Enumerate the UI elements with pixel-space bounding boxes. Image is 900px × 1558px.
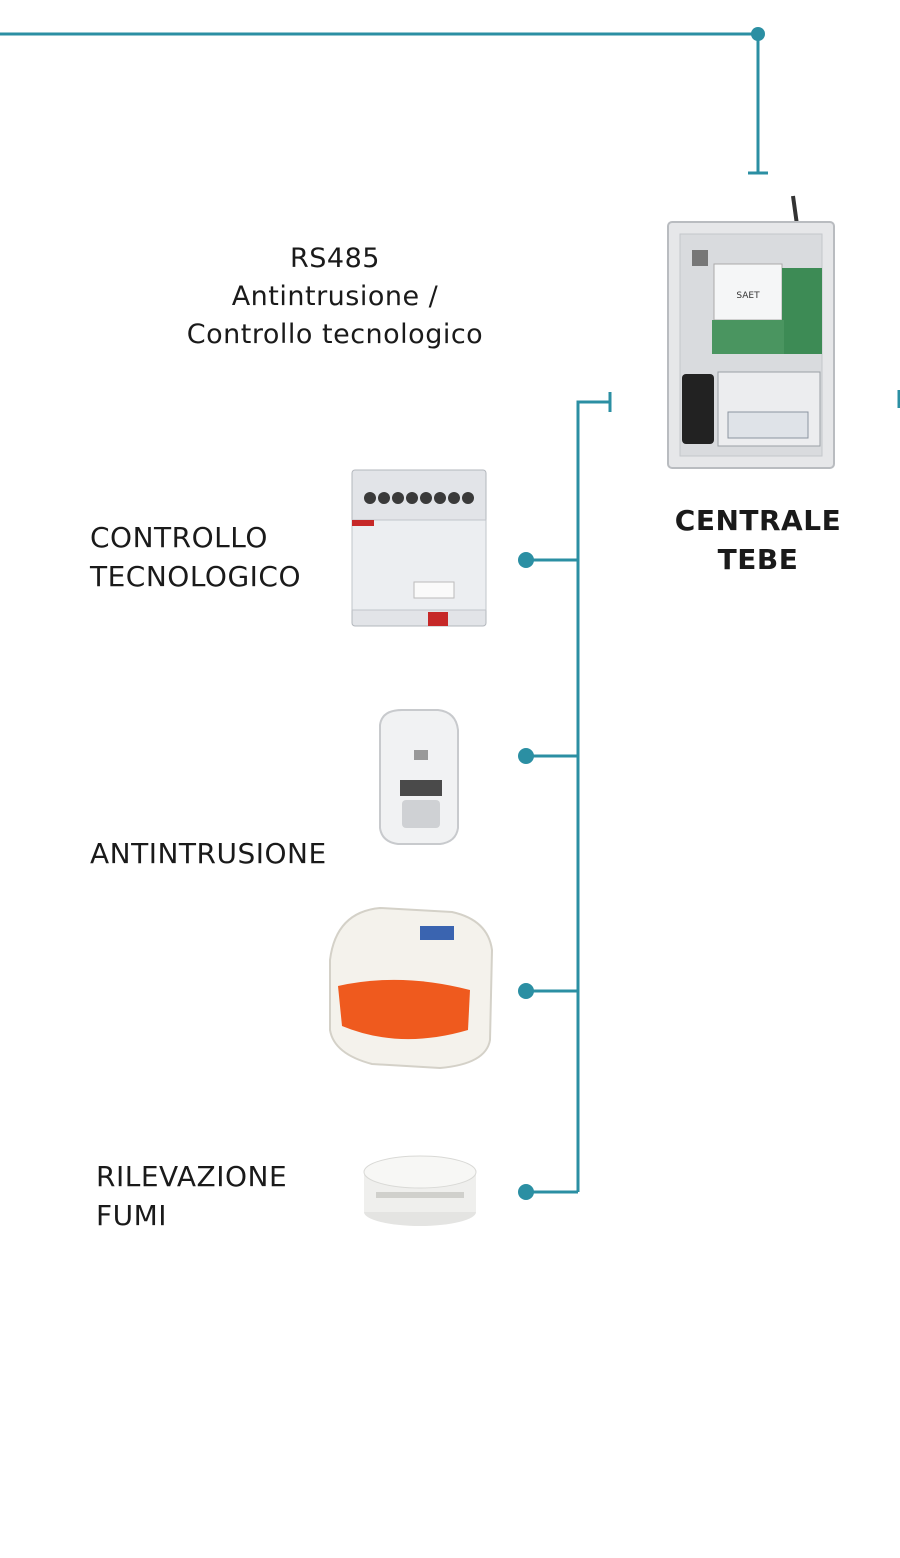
top-node xyxy=(751,27,765,41)
central-label-line: TEBE xyxy=(717,543,799,576)
device-label-line: FUMI xyxy=(96,1199,168,1232)
svg-text:SAET: SAET xyxy=(736,291,760,301)
bus-label-line: RS485 xyxy=(290,243,380,274)
node-anti xyxy=(518,748,534,764)
device-label-controllo-tecnologico: CONTROLLO TECNOLOGICO xyxy=(90,518,301,596)
bus-label: RS485 Antintrusione / Controllo tecnolog… xyxy=(150,240,520,354)
node-siren xyxy=(518,983,534,999)
device-label-antintrusione: ANTINTRUSIONE xyxy=(90,834,327,873)
vertical-bus-line xyxy=(576,400,610,1192)
device-label-rilevazione-fumi: RILEVAZIONE FUMI xyxy=(96,1157,287,1235)
central-label: CENTRALE TEBE xyxy=(640,501,876,579)
din-rail-module-icon xyxy=(351,469,487,627)
siren-icon xyxy=(329,906,494,1070)
bus-label-line: Controllo tecnologico xyxy=(186,319,484,350)
top-bus-line xyxy=(0,32,760,172)
device-label-line: ANTINTRUSIONE xyxy=(90,837,327,870)
device-label-line: RILEVAZIONE xyxy=(96,1160,288,1193)
bus-label-line: Antintrusione / xyxy=(231,281,439,312)
node-fumi xyxy=(518,1184,534,1200)
central-panel-icon: SAET xyxy=(667,195,835,469)
bus-nodes xyxy=(518,27,765,1200)
device-label-line: CONTROLLO xyxy=(90,521,268,554)
node-tech xyxy=(518,552,534,568)
smoke-detector-icon xyxy=(363,1155,477,1226)
device-label-line: TECNOLOGICO xyxy=(90,560,302,593)
central-label-line: CENTRALE xyxy=(674,504,842,537)
motion-sensor-icon xyxy=(379,709,459,845)
